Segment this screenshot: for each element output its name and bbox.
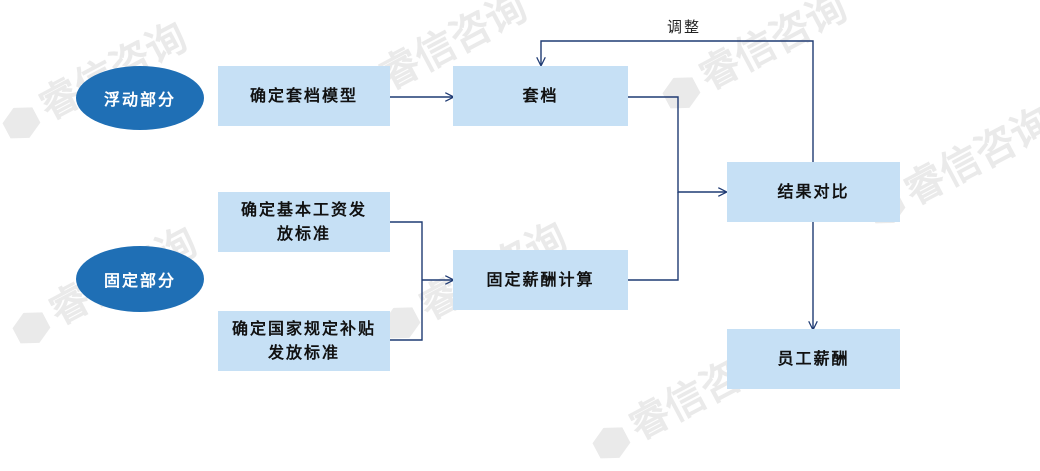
box-employee-pay: 员工薪酬: [727, 329, 900, 389]
box-result-compare: 结果对比: [727, 162, 900, 222]
watermark-logo-icon: [8, 305, 54, 351]
box-result-compare-label: 结果对比: [777, 182, 850, 201]
category-floating: 浮动部分: [76, 66, 204, 130]
connector-fixedcalc-to-compare: [628, 192, 679, 281]
box-state-subsidy: 确定国家规定补贴发放标准: [218, 311, 390, 371]
feedback-label: 调整: [667, 18, 702, 36]
connector-basewage: [390, 221, 423, 280]
box-state-subsidy-label: 确定国家规定补贴发放标准: [232, 319, 377, 362]
box-fixed-pay-calc-label: 固定薪酬计算: [486, 270, 595, 289]
box-employee-pay-label: 员工薪酬: [777, 349, 850, 368]
box-fixed-pay-calc: 固定薪酬计算: [453, 250, 628, 310]
category-floating-label: 浮动部分: [103, 90, 176, 109]
box-base-wage: 确定基本工资发放标准: [218, 192, 390, 252]
category-fixed: 固定部分: [76, 246, 204, 312]
box-base-wage-label: 确定基本工资发放标准: [240, 200, 367, 243]
box-placement: 套档: [453, 66, 628, 126]
watermark-logo-icon: [588, 420, 634, 466]
watermark-logo-icon: [0, 100, 44, 146]
box-determine-model: 确定套档模型: [218, 66, 390, 126]
flowchart: 睿信咨询 睿信咨询 睿信咨询 睿信咨询 睿信咨询 睿信咨询 睿信咨询: [0, 0, 1040, 418]
watermark-logo-icon: [658, 70, 704, 116]
box-placement-label: 套档: [522, 86, 559, 105]
box-determine-model-label: 确定套档模型: [249, 86, 358, 105]
category-fixed-label: 固定部分: [103, 271, 176, 290]
